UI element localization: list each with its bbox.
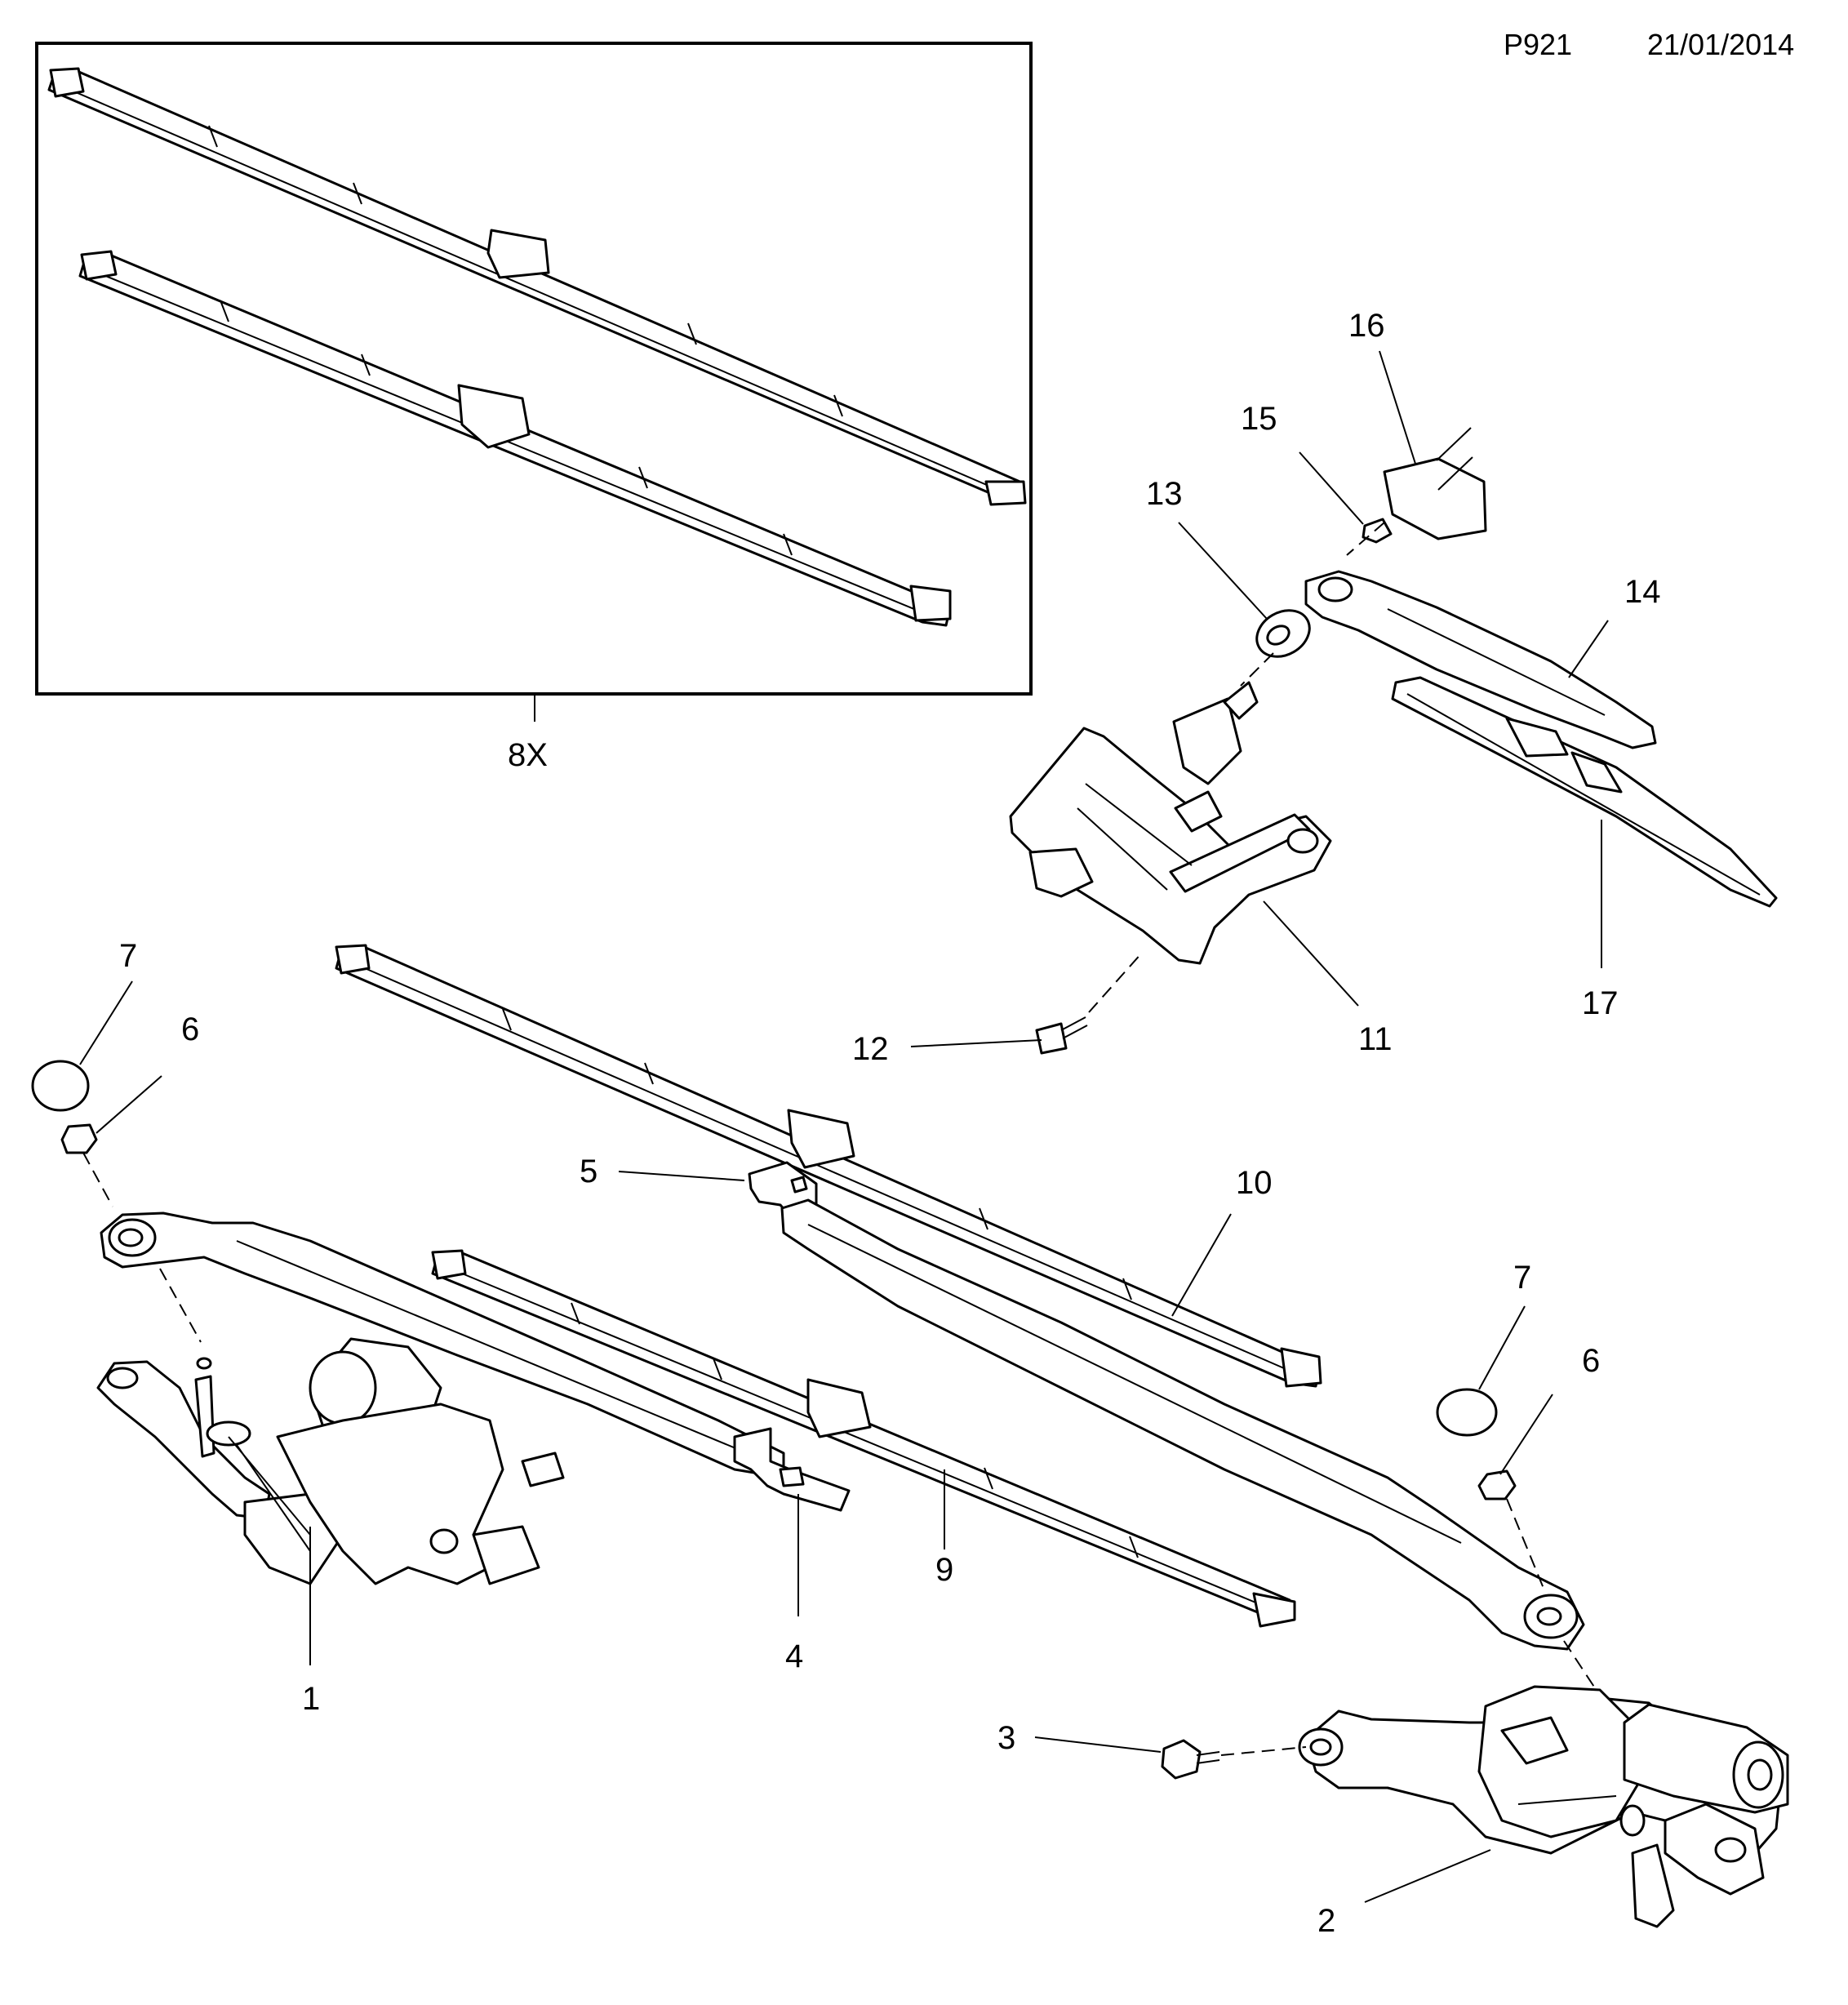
front-right-wiper-arm <box>780 1198 1585 1651</box>
callout-6-right: 6 <box>1582 1343 1600 1379</box>
callout-12: 12 <box>852 1031 889 1067</box>
callout-11: 11 <box>1358 1021 1393 1057</box>
callout-13: 13 <box>1146 476 1183 512</box>
front-left-nut <box>60 1123 113 1207</box>
front-right-cap <box>1436 1388 1498 1437</box>
front-right-motor-linkage <box>1298 1685 1789 1928</box>
rear-arm-cap <box>1346 427 1487 556</box>
wiper-blade-long <box>47 67 1027 506</box>
wiper-blade-short <box>78 250 952 627</box>
callout-7-right: 7 <box>1513 1260 1531 1296</box>
wiper-blade-9 <box>431 1249 1296 1628</box>
front-left-motor-linkage <box>96 1337 565 1585</box>
callout-15: 15 <box>1241 401 1277 437</box>
callout-1: 1 <box>302 1681 320 1717</box>
callout-8x: 8X <box>508 737 548 773</box>
wiper-blade-10 <box>335 944 1322 1388</box>
callout-14: 14 <box>1624 574 1661 610</box>
front-left-cap <box>31 1060 90 1112</box>
rear-wiper-blade <box>1391 676 1778 908</box>
callout-7-left: 7 <box>119 938 137 974</box>
leader-lines <box>79 350 1609 1903</box>
callout-5: 5 <box>580 1154 597 1189</box>
rear-nut <box>1362 518 1393 544</box>
front-left-wiper-arm <box>100 1211 785 1479</box>
front-right-bolt <box>1161 1739 1307 1780</box>
callout-6-left: 6 <box>181 1011 199 1047</box>
rear-wiper-motor <box>1009 681 1332 965</box>
page-code: P921 <box>1504 28 1573 61</box>
callout-16: 16 <box>1348 308 1385 344</box>
rear-grommet <box>1240 609 1311 687</box>
callout-2: 2 <box>1317 1903 1335 1939</box>
front-right-nut <box>1477 1469 1606 1704</box>
callout-3: 3 <box>997 1720 1015 1756</box>
callout-17: 17 <box>1582 985 1619 1021</box>
callout-9: 9 <box>935 1552 953 1588</box>
callout-10: 10 <box>1236 1165 1273 1201</box>
page-date: 21/01/2014 <box>1647 28 1795 61</box>
callout-4: 4 <box>785 1638 803 1674</box>
rear-wiper-bolt <box>1035 951 1144 1055</box>
blade-adapter-clip-4 <box>733 1427 851 1512</box>
rear-wiper-arm <box>1304 570 1657 749</box>
